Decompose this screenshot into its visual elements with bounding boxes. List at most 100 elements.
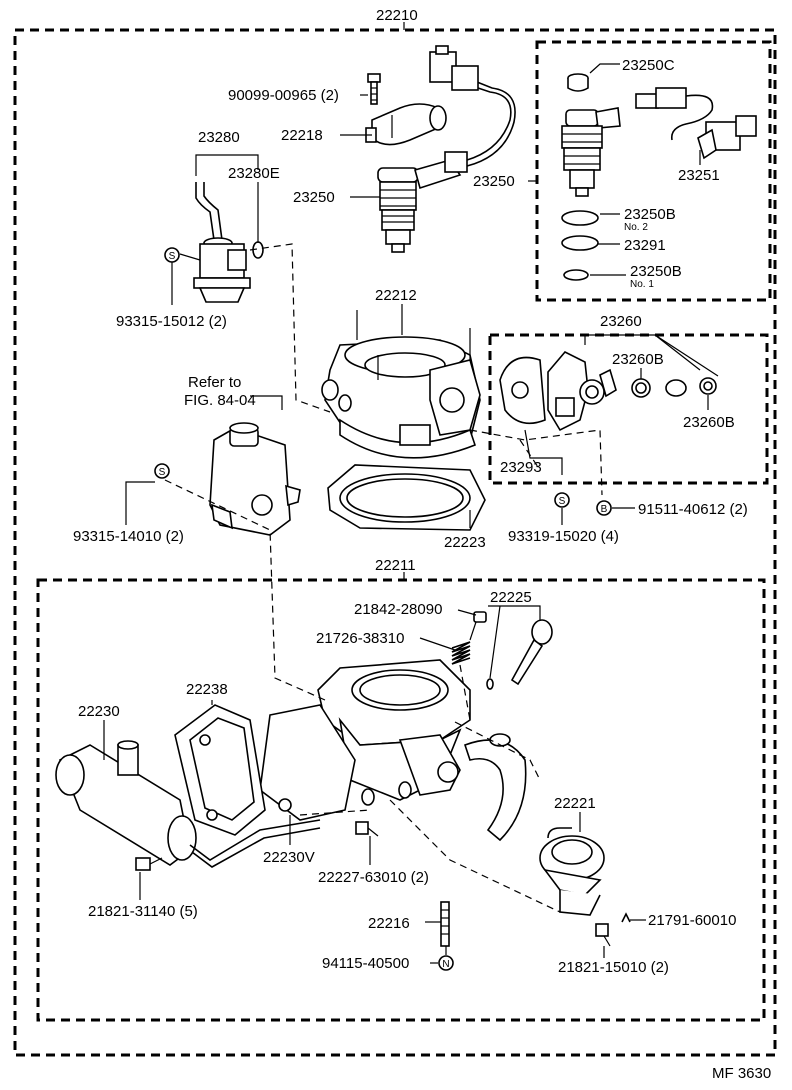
label-23250B-no1: 23250B (630, 263, 682, 280)
dashed-guide-2 (164, 479, 326, 701)
bolt-22227 (355, 821, 379, 837)
leader-23293 (524, 429, 563, 475)
screw-21842 (469, 611, 487, 641)
label-23250-center: 23250 (293, 189, 335, 206)
label-22218: 22218 (281, 127, 323, 144)
label-23250B-no2: 23250B (624, 206, 676, 223)
throttle-body-lower (259, 659, 527, 842)
vsv-22221 (539, 827, 605, 916)
idle-control-22230 (55, 740, 321, 868)
svg-text:S: S (159, 467, 166, 478)
label-22230V: 22230V (263, 849, 315, 866)
clip-21791 (621, 912, 631, 923)
label-21726: 21726-38310 (316, 630, 404, 647)
leader-23250C (589, 63, 620, 74)
actuator-fig-84-04 (209, 422, 301, 536)
dashed-guide-7 (459, 664, 471, 721)
label-22230: 22230 (78, 703, 120, 720)
bolt-21821-31140 (135, 857, 163, 871)
label-93315-14010: 93315-14010 (2) (73, 528, 184, 545)
label-23250-box: 23250 (473, 173, 515, 190)
label-22227: 22227-63010 (2) (318, 869, 429, 886)
leader-refer (250, 395, 283, 410)
pressure-regulator-23280 (193, 182, 251, 303)
label-22238: 22238 (186, 681, 228, 698)
label-93319: 93319-15020 (4) (508, 528, 619, 545)
label-22216: 22216 (368, 915, 410, 932)
label-no2: No. 2 (624, 222, 648, 233)
label-21821-15010: 21821-15010 (2) (558, 959, 669, 976)
leader-23260 (584, 334, 719, 377)
ring-23250B-no1 (563, 269, 589, 281)
label-refer-to: Refer to (188, 374, 241, 391)
ring-23291 (561, 235, 599, 251)
dashed-guide-4 (454, 721, 541, 781)
leader-23260-b (654, 334, 701, 371)
symbol-s-23280: S (164, 247, 180, 263)
leader-22225-clip (489, 605, 501, 679)
label-23280E: 23280E (228, 165, 280, 182)
label-22223: 22223 (444, 534, 486, 551)
symbol-s-23293: S (554, 492, 570, 508)
assembly-box-22210 (13, 28, 777, 1057)
svg-text:B: B (601, 504, 608, 515)
leader-s-23280 (179, 253, 201, 261)
bolt-21821-15010 (595, 923, 611, 947)
symbol-b-91511: B (596, 500, 612, 516)
assembly-box-22211 (36, 578, 766, 1022)
sensor-23260 (499, 351, 717, 432)
label-21791: 21791-60010 (648, 912, 736, 929)
bolt-90099 (367, 73, 381, 105)
leader-22225 (488, 605, 541, 620)
label-23260: 23260 (600, 313, 642, 330)
label-22211: 22211 (375, 557, 416, 574)
leader-21842 (457, 609, 477, 616)
label-22210: 22210 (376, 7, 418, 24)
leader-93315-14010 (125, 481, 155, 525)
clip-22225 (486, 678, 494, 690)
label-23293: 23293 (500, 459, 542, 476)
dashed-guide-3 (469, 429, 603, 496)
label-23291: 23291 (624, 237, 666, 254)
injector-23250-box (561, 107, 621, 197)
label-no1: No. 1 (630, 279, 654, 290)
svg-text:N: N (442, 959, 449, 970)
connector-23251 (635, 87, 757, 160)
gasket-22238 (174, 704, 266, 836)
label-21842: 21842-28090 (354, 601, 442, 618)
svg-text:S: S (559, 496, 566, 507)
cover-22218 (365, 103, 447, 146)
dashed-guide-1 (249, 243, 331, 413)
ring-23250B-no2 (561, 210, 599, 226)
stud-22216 (440, 901, 450, 947)
label-fig-84-04: FIG. 84-04 (184, 392, 256, 409)
label-91511: 91511-40612 (2) (638, 501, 748, 518)
label-23250C: 23250C (622, 57, 675, 74)
leader-23280 (195, 154, 259, 176)
gasket-22223 (327, 464, 486, 531)
dashed-guide-5 (389, 799, 561, 913)
symbol-n-94115: N (438, 955, 454, 971)
assembly-box-23250 (535, 40, 772, 302)
label-90099: 90099-00965 (2) (228, 87, 339, 104)
label-23280: 23280 (198, 129, 240, 146)
label-23260B-a: 23260B (612, 351, 664, 368)
label-23251: 23251 (678, 167, 720, 184)
injector-23250-center (377, 45, 516, 253)
screw-22225 (510, 619, 553, 686)
label-93315-15012: 93315-15012 (2) (116, 313, 227, 330)
label-mf-3630: MF 3630 (712, 1065, 771, 1082)
cap-23250C (567, 73, 589, 92)
throttle-body-22212 (321, 310, 481, 459)
label-22225: 22225 (490, 589, 532, 606)
svg-text:S: S (169, 251, 176, 262)
label-22212: 22212 (375, 287, 417, 304)
symbol-s-fig: S (154, 463, 170, 479)
spring-21726 (451, 641, 471, 665)
label-22221: 22221 (554, 795, 596, 812)
o-ring-23280E (252, 241, 264, 259)
label-94115: 94115-40500 (322, 955, 409, 972)
leader-21726 (419, 637, 456, 651)
label-23260B-b: 23260B (683, 414, 735, 431)
